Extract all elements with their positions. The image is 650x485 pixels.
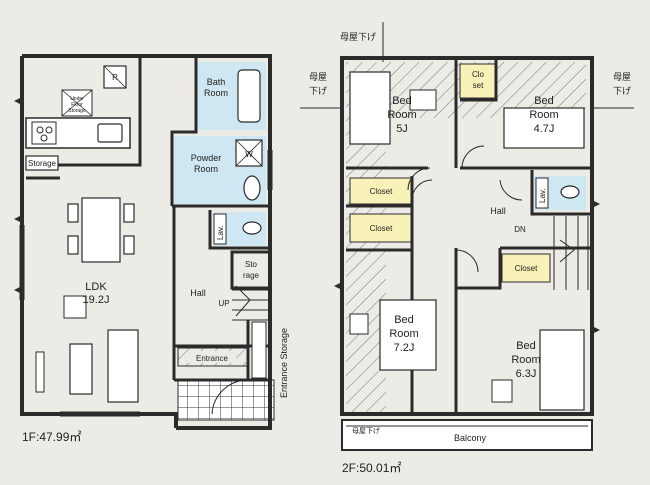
- stairs-2f: [553, 216, 589, 290]
- under-floor-label-1: Under: [70, 96, 84, 102]
- bed-furniture: [349, 71, 585, 411]
- door-swings-2f: [407, 145, 523, 273]
- bed-nw-label-2: Room: [387, 109, 416, 121]
- ldk-size: 19.2J: [83, 294, 110, 306]
- bed-se-label-2: Room: [511, 354, 540, 366]
- up-label: UP: [218, 299, 229, 308]
- closet-b-area: [349, 213, 413, 243]
- bed-nw-size: 5J: [396, 123, 408, 135]
- desk-se: [491, 379, 513, 403]
- closet-c-area: [501, 253, 551, 283]
- bed-ne-label-1: Bed: [534, 95, 554, 107]
- roof-label-right-2: 下げ: [613, 86, 631, 96]
- desk-sw: [349, 313, 369, 335]
- desk-nw: [409, 89, 437, 111]
- bed-se-label-1: Bed: [516, 340, 536, 352]
- bed-ne-size: 4.7J: [534, 123, 555, 135]
- entrance-label: Entrance: [196, 354, 229, 363]
- stairs-1f: [232, 285, 270, 321]
- entrance-storage-label: Entrance Storage: [279, 328, 289, 398]
- roof-label-left-2: 下げ: [309, 86, 327, 96]
- closet-ne-label-1: Clo: [472, 70, 485, 79]
- powder-basin: [243, 175, 261, 201]
- fridge-diagonal: [103, 65, 127, 89]
- floor2-window-marker-right: [592, 200, 600, 208]
- hall-2f-label: Hall: [490, 206, 506, 216]
- bed-sw-label-1: Bed: [394, 314, 414, 326]
- closet-b-label: Closet: [370, 224, 393, 233]
- entrance-door: [211, 379, 249, 415]
- roof-label-bottom: 母屋下げ: [352, 426, 380, 435]
- balcony-label: Balcony: [454, 433, 487, 443]
- washer-diagonal-b: [235, 139, 263, 167]
- ldk-label: LDK: [85, 281, 107, 293]
- roof-label-top: 母屋下げ: [340, 32, 376, 42]
- sofa: [69, 329, 139, 403]
- closet-c-label: Closet: [515, 264, 538, 273]
- storage-box: [25, 155, 59, 171]
- floor-2: Lav. Bed Room 5J Bed Room 4.7J Bed Room …: [300, 22, 634, 475]
- closet-ne-label-2: set: [473, 81, 484, 90]
- floor2-outer-wall: [340, 56, 594, 416]
- stove-icon: [31, 121, 57, 145]
- closet-a-area: [349, 177, 413, 205]
- lav-2f-box: [535, 177, 549, 209]
- roof-label-left-1: 母屋: [309, 72, 327, 82]
- floor-1: R Under Floor Storage Storage W: [14, 54, 289, 444]
- side-table: [63, 295, 87, 319]
- floor2-window-marker-right-low: [592, 326, 600, 334]
- bed-sw-size: 7.2J: [394, 342, 415, 354]
- powder-room-label-1: Powder: [191, 153, 222, 163]
- storage-label: Storage: [28, 159, 57, 168]
- under-floor-diagonal-b: [61, 89, 93, 117]
- entrance-tile: [177, 379, 275, 421]
- under-floor-label-3: Storage: [68, 108, 86, 114]
- under-floor-label-2: Floor: [71, 102, 83, 108]
- floor1-window-marker-left-low: [14, 286, 22, 294]
- floor2-interior-walls: [346, 58, 592, 414]
- floor2-window-marker-left: [334, 282, 342, 290]
- balcony: [341, 419, 593, 451]
- sto-rage-label-2: rage: [243, 271, 260, 280]
- bed-nw-label-1: Bed: [392, 95, 412, 107]
- lav-1f-box: [213, 213, 227, 245]
- floor1-window-marker-left-mid: [14, 215, 22, 223]
- bathtub: [237, 69, 261, 123]
- closet-a-label: Closet: [370, 187, 393, 196]
- lav-1f-label: Lav.: [216, 225, 225, 240]
- bed-sw-label-2: Room: [389, 328, 418, 340]
- floor1-window-marker-left-top: [14, 97, 22, 105]
- roof-label-right-1: 母屋: [613, 72, 631, 82]
- dn-label: DN: [514, 225, 526, 234]
- floor2-area-label: 2F:50.01㎡: [342, 461, 401, 475]
- floor1-outer-wall: [20, 54, 272, 430]
- lav-2f-label: Lav.: [538, 188, 547, 203]
- hall-1f-label: Hall: [190, 288, 206, 298]
- dining-table: [67, 197, 135, 263]
- bed-se-size: 6.3J: [516, 368, 537, 380]
- entrance-storage-cabinet: [251, 321, 267, 379]
- bath-room-label-1: Bath: [207, 77, 226, 87]
- sto-rage-label-1: Sto: [245, 260, 258, 269]
- powder-room-label-2: Room: [194, 164, 218, 174]
- toilet-2f: [560, 185, 580, 199]
- entrance-label-bg: [188, 351, 236, 363]
- kitchen-sink: [97, 123, 123, 143]
- washer-label: W: [245, 150, 253, 159]
- toilet-1f: [242, 221, 262, 235]
- bed-ne-label-2: Room: [529, 109, 558, 121]
- tv-board: [35, 351, 45, 393]
- floor1-area-label: 1F:47.99㎡: [22, 430, 81, 444]
- bath-room-label-2: Room: [204, 88, 228, 98]
